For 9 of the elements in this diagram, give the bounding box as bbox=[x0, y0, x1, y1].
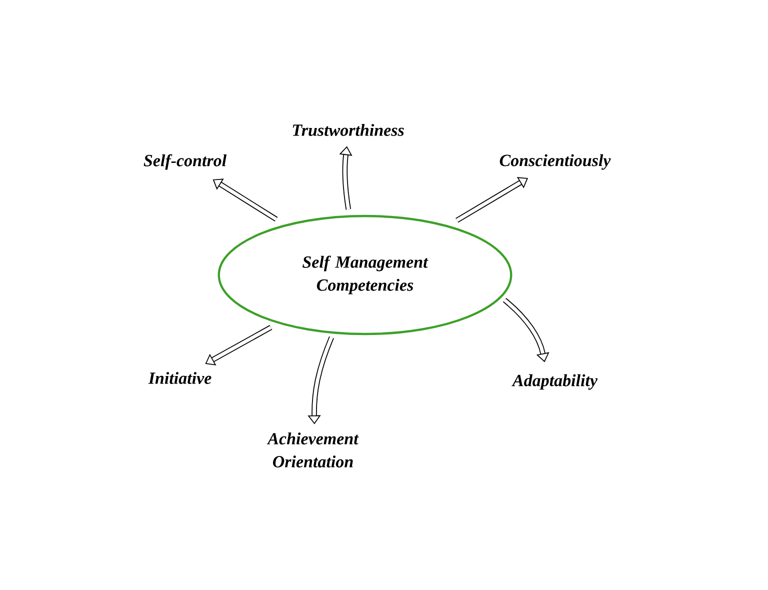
node-label: Initiative bbox=[148, 372, 212, 384]
node-label: Adaptability bbox=[512, 374, 598, 390]
node-label: Self-control bbox=[144, 154, 227, 170]
node-label: Achievement Orientation bbox=[266, 432, 359, 468]
arrow bbox=[212, 178, 278, 222]
node-label: Trustworthiness bbox=[292, 124, 404, 136]
ellipse-node: Self Management Competencies bbox=[218, 214, 512, 336]
node-label: Conscientiously bbox=[500, 154, 611, 170]
arrow bbox=[205, 325, 272, 366]
